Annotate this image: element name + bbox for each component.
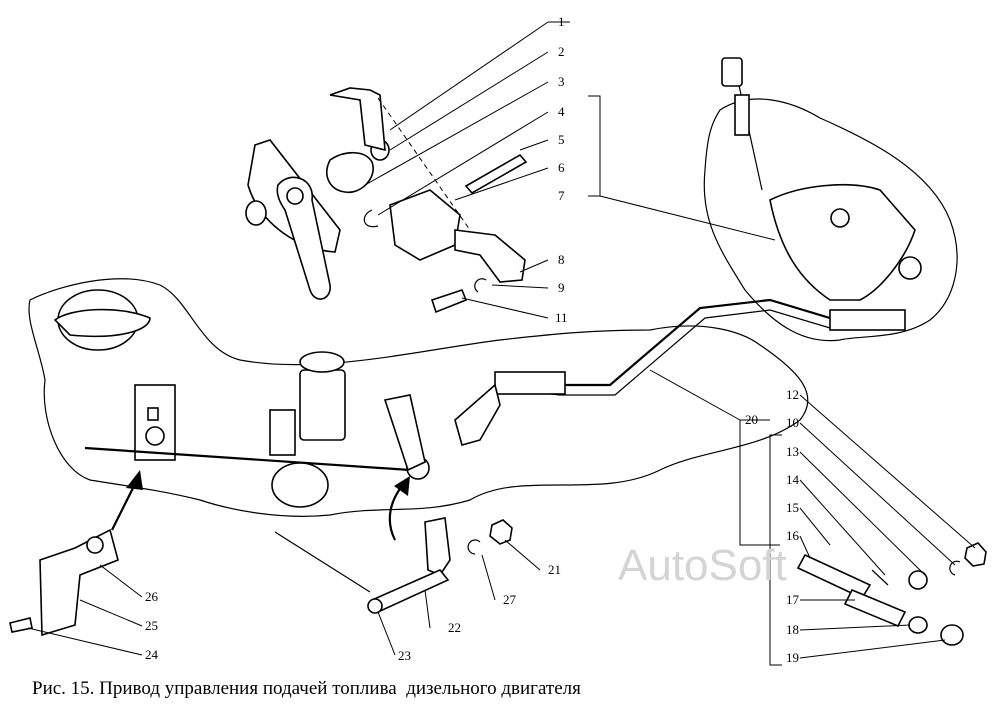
throttle-cable: [84, 446, 411, 472]
callout-8: 8: [558, 252, 565, 267]
callout-6: 6: [558, 160, 565, 175]
lower-bracket: [39, 528, 119, 637]
callout-27: 27: [503, 592, 517, 607]
callout-18: 18: [786, 622, 799, 637]
pedal-outline: [703, 98, 958, 342]
callout-14: 14: [786, 472, 800, 487]
callout-20: 20: [745, 412, 758, 427]
washer-18: [908, 616, 928, 634]
pedal-pivot: [830, 208, 850, 228]
callout-5: 5: [558, 132, 565, 147]
stud-17: [796, 553, 872, 600]
pedal-cable-sleeve: [734, 94, 750, 136]
callout-2: 2: [558, 44, 565, 59]
clip-4: [363, 209, 379, 228]
arm-hole: [286, 187, 304, 205]
washer-10: [949, 560, 961, 576]
shaft-23: [370, 569, 450, 614]
callout-16: 16: [786, 528, 800, 543]
bolt-11: [430, 289, 468, 314]
callout-19: 19: [786, 650, 799, 665]
lower-bracket-hole: [86, 536, 104, 554]
shaft-end: [367, 598, 383, 614]
bracket-slot: [147, 407, 159, 421]
rod-end-left: [494, 371, 566, 395]
callout-12: 12: [786, 387, 799, 402]
bracket-screw: [145, 426, 165, 446]
pedal-cable-end: [721, 57, 743, 87]
pump-base: [271, 462, 329, 508]
watermark: AutoSoft: [618, 541, 787, 590]
snap-ring-27: [467, 539, 481, 555]
clamp-block: [389, 189, 461, 261]
callout-1: 1: [558, 14, 565, 29]
callout-21: 21: [548, 562, 561, 577]
callout-22: 22: [448, 620, 461, 635]
pedal-nut: [898, 256, 922, 280]
upper-bracket: [329, 87, 386, 152]
callout-11: 11: [555, 310, 568, 325]
figure-caption: Рис. 15. Привод управления подачей топли…: [32, 678, 581, 699]
pump-cap: [299, 351, 345, 373]
callout-4: 4: [558, 104, 565, 119]
callout-7: 7: [558, 188, 565, 203]
pedal-lever: [769, 184, 916, 301]
callout-15: 15: [786, 500, 799, 515]
sleeve-17: [843, 588, 907, 628]
callout-24: 24: [145, 647, 159, 662]
callout-9: 9: [558, 280, 565, 295]
callout-23: 23: [398, 648, 411, 663]
base-bracket: [454, 229, 526, 283]
rod-end-right: [829, 309, 906, 331]
pump-fitting: [269, 409, 296, 456]
callout-25: 25: [145, 618, 158, 633]
arrow-head-lever: [394, 476, 410, 496]
callout-17: 17: [786, 592, 800, 607]
lower-bolt: [9, 617, 33, 633]
cable-lower: [274, 531, 371, 593]
torsion-spring: [326, 151, 374, 194]
callout-26: 26: [145, 589, 159, 604]
rod-fork: [454, 383, 501, 446]
nut-12: [964, 542, 987, 567]
nut-19: [940, 624, 964, 646]
callout-13: 13: [786, 444, 799, 459]
arrow-head-bracket: [126, 470, 143, 490]
pump-lever: [383, 394, 426, 472]
bolt-13: [908, 570, 928, 590]
callout-10: 10: [786, 415, 799, 430]
pin-14: [871, 569, 889, 586]
pump-arm: [276, 176, 331, 300]
nut-21: [489, 519, 513, 545]
engine-handle: [53, 308, 151, 338]
snap-ring-9: [474, 278, 487, 293]
callout-3: 3: [558, 74, 565, 89]
pump-body: [299, 369, 346, 441]
lever-22: [424, 517, 451, 576]
cable-bracket: [134, 384, 176, 461]
pin: [464, 153, 528, 195]
arm-bush: [245, 200, 267, 226]
leader-lines: [27, 21, 976, 666]
